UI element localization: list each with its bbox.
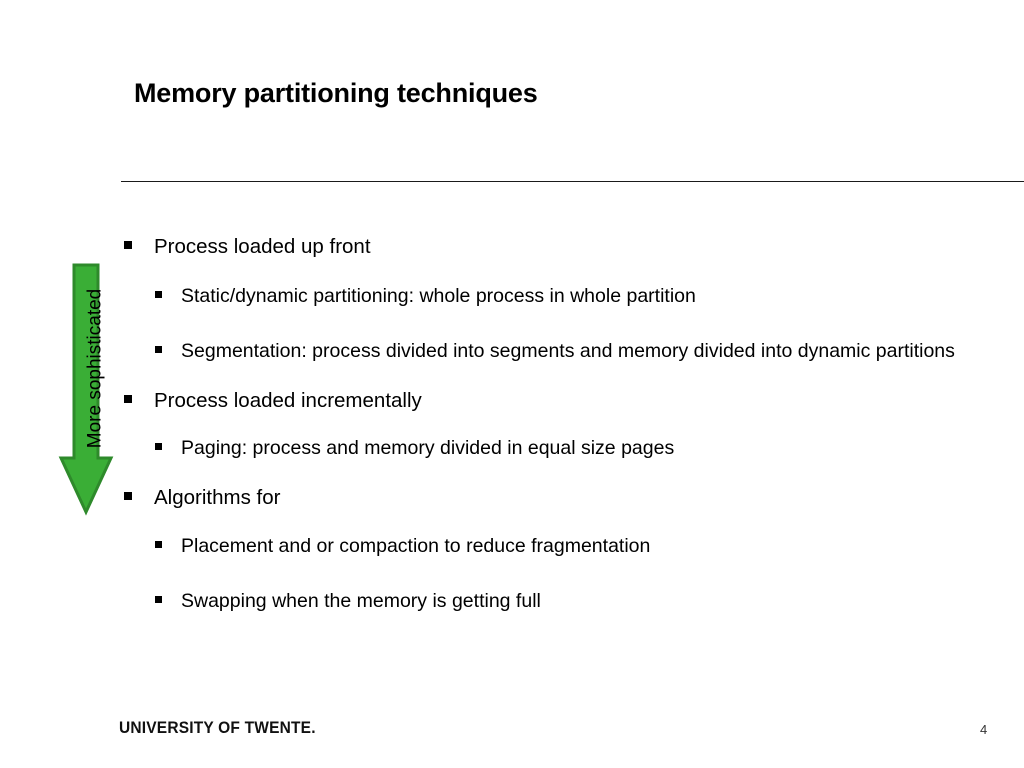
list-item: Process loaded up front	[120, 236, 1020, 258]
list-item-label: Algorithms for	[154, 486, 281, 510]
list-item-label: Process loaded incrementally	[154, 388, 422, 412]
arrow-label: More sophisticated	[84, 288, 106, 449]
square-bullet-icon	[155, 290, 162, 298]
square-bullet-icon	[155, 443, 162, 451]
list-item: Segmentation: process divided into segme…	[120, 334, 1020, 369]
list-item-label: Placement and or compaction to reduce fr…	[181, 534, 651, 557]
square-bullet-icon	[155, 346, 162, 354]
list-item: Placement and or compaction to reduce fr…	[120, 529, 1020, 564]
down-arrow-icon	[58, 263, 114, 516]
list-item: Paging: process and memory divided in eq…	[120, 431, 1020, 466]
list-item: Swapping when the memory is getting full	[120, 584, 1020, 619]
square-bullet-icon	[124, 492, 132, 501]
list-item-label: Segmentation: process divided into segme…	[181, 340, 955, 363]
list-item-label: Process loaded up front	[154, 235, 371, 258]
title-divider-rule	[121, 181, 1024, 182]
square-bullet-icon	[124, 241, 132, 249]
list-item: Process loaded incrementally	[120, 390, 1020, 412]
footer-brand: UNIVERSITY OF TWENTE.	[119, 719, 316, 737]
square-bullet-icon	[155, 596, 162, 604]
list-item-label: Swapping when the memory is getting full	[181, 590, 541, 613]
list-item: Algorithms for	[120, 487, 1020, 509]
page-number: 4	[980, 722, 988, 737]
sophistication-arrow-group: More sophisticated	[46, 262, 146, 517]
square-bullet-icon	[124, 394, 132, 403]
list-item-label: Paging: process and memory divided in eq…	[181, 437, 675, 460]
page-title: Memory partitioning techniques	[134, 78, 538, 108]
square-bullet-icon	[155, 540, 162, 548]
list-item: Static/dynamic partitioning: whole proce…	[120, 279, 1020, 314]
list-item-label: Static/dynamic partitioning: whole proce…	[181, 284, 696, 307]
bullet-list: Process loaded up front Static/dynamic p…	[120, 236, 1020, 640]
